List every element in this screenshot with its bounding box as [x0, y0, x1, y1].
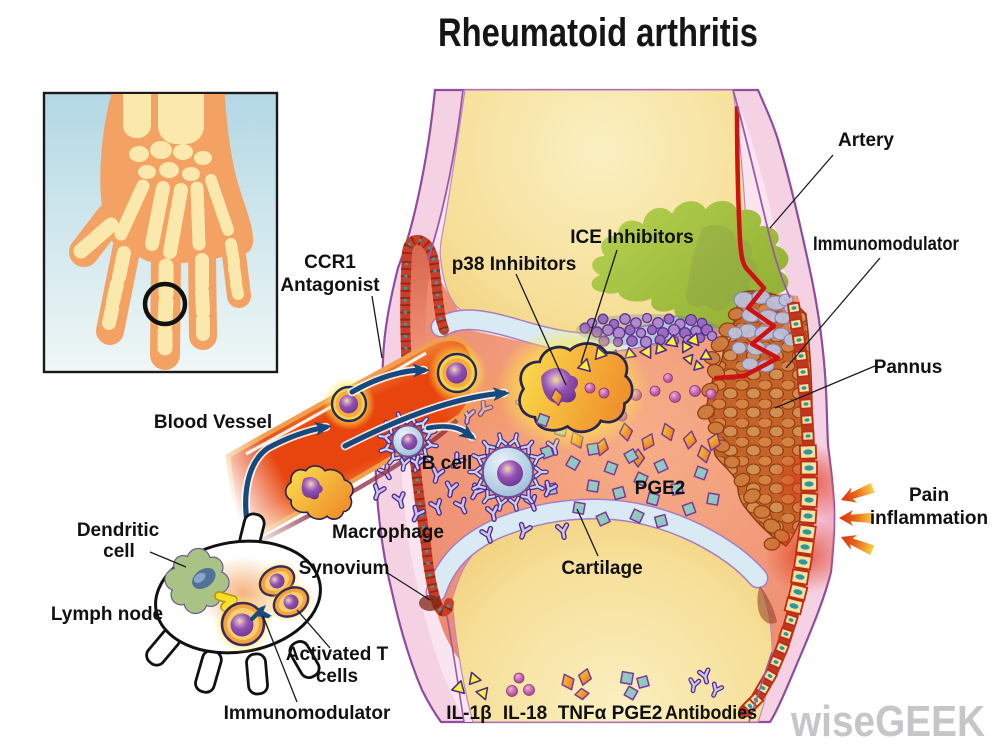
svg-text:ICE Inhibitors: ICE Inhibitors	[570, 227, 694, 248]
svg-text:Pannus: Pannus	[874, 357, 943, 378]
svg-text:CCR1: CCR1	[304, 252, 356, 273]
svg-text:Artery: Artery	[838, 130, 894, 151]
svg-text:Immunomodulator: Immunomodulator	[813, 234, 960, 255]
svg-text:PGE2: PGE2	[635, 478, 686, 499]
svg-text:B cell: B cell	[422, 453, 473, 474]
svg-text:Antagonist: Antagonist	[280, 275, 380, 296]
svg-text:inflammation: inflammation	[870, 508, 988, 529]
svg-text:Lymph node: Lymph node	[51, 604, 163, 625]
svg-text:cells: cells	[316, 666, 358, 687]
svg-text:Dendritic: Dendritic	[77, 520, 160, 541]
svg-text:Rheumatoid arthritis: Rheumatoid arthritis	[438, 11, 758, 55]
svg-text:wiseGEEK: wiseGEEK	[790, 697, 985, 746]
svg-text:Immunomodulator: Immunomodulator	[224, 703, 391, 724]
svg-text:Macrophage: Macrophage	[332, 522, 444, 543]
svg-text:TNFα: TNFα	[558, 703, 607, 724]
svg-text:IL-18: IL-18	[503, 703, 547, 724]
svg-text:PGE2: PGE2	[612, 703, 663, 724]
svg-text:Synovium: Synovium	[299, 558, 390, 579]
svg-text:Blood Vessel: Blood Vessel	[154, 412, 272, 433]
svg-text:Activated T: Activated T	[286, 644, 389, 665]
svg-text:Cartilage: Cartilage	[561, 558, 642, 579]
svg-text:Antibodies: Antibodies	[665, 703, 757, 724]
svg-text:IL-1β: IL-1β	[446, 703, 491, 724]
svg-text:p38 Inhibitors: p38 Inhibitors	[452, 254, 577, 275]
svg-text:cell: cell	[103, 541, 135, 562]
svg-text:Pain: Pain	[909, 485, 949, 506]
